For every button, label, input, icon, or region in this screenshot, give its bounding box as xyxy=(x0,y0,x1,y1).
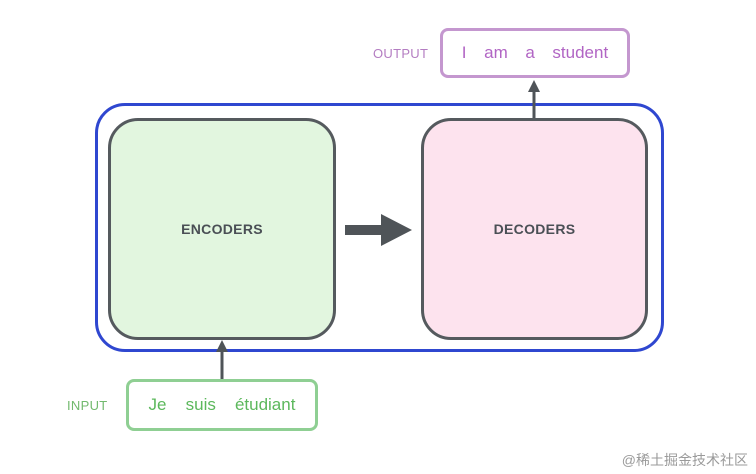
decoders-label: DECODERS xyxy=(493,221,576,237)
output-token: I xyxy=(461,43,467,62)
output-label: OUTPUT xyxy=(373,46,429,61)
watermark: @稀土掘金技术社区 xyxy=(621,452,748,468)
encoder-to-decoder-arrow xyxy=(345,214,412,246)
input-to-encoder-arrow xyxy=(216,340,228,379)
decoders-block: DECODERS xyxy=(421,118,648,340)
input-token: Je xyxy=(148,395,167,414)
encoder-decoder-container xyxy=(95,103,664,352)
input-sequence-box: Je suis étudiant xyxy=(126,379,318,431)
decoder-to-output-arrow xyxy=(528,80,540,118)
encoders-block: ENCODERS xyxy=(108,118,336,340)
output-sequence-box: I am a student xyxy=(440,28,630,78)
input-token: étudiant xyxy=(234,395,296,414)
output-token: student xyxy=(552,43,609,62)
output-token: a xyxy=(525,43,535,62)
input-label: INPUT xyxy=(67,398,108,413)
encoders-label: ENCODERS xyxy=(181,221,263,237)
input-token: suis xyxy=(185,395,216,414)
output-token: am xyxy=(484,43,508,62)
